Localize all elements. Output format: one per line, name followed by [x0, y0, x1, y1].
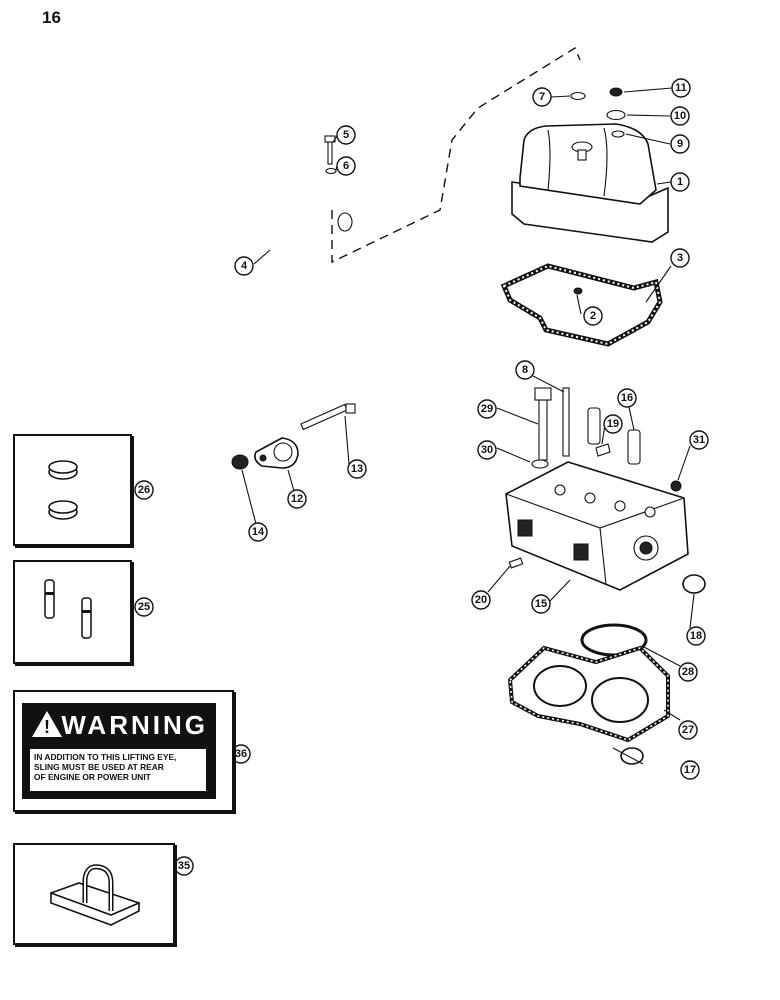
warning-text: IN ADDITION TO THIS LIFTING EYE, SLING M…: [30, 749, 206, 791]
svg-text:20: 20: [475, 594, 487, 606]
stud-part: [562, 387, 570, 457]
callout-7: 7: [532, 87, 552, 107]
callout-1: 1: [670, 172, 690, 192]
svg-text:36: 36: [235, 748, 247, 760]
svg-text:8: 8: [522, 364, 528, 376]
fitting-part: [670, 480, 682, 492]
svg-text:26: 26: [138, 484, 150, 496]
warning-line-3: OF ENGINE OR POWER UNIT: [34, 772, 151, 782]
page-number: 16: [42, 8, 61, 27]
warning-title: WARNING: [61, 710, 208, 740]
stud-part: [508, 557, 524, 569]
svg-text:28: 28: [682, 666, 694, 678]
callout-13: 13: [347, 459, 367, 479]
warning-decal: ! WARNING IN ADDITION TO THIS LIFTING EY…: [22, 703, 216, 799]
spacer-part: [231, 454, 249, 470]
bolt-part: [324, 135, 336, 165]
svg-text:27: 27: [682, 724, 694, 736]
svg-text:3: 3: [677, 252, 683, 264]
washer-part: [611, 130, 625, 138]
callout-19: 19: [603, 414, 623, 434]
insert-ring-part: [620, 747, 644, 765]
dowel-sleeve-parts: [44, 579, 92, 639]
lifting-handle-part: [175, 85, 353, 385]
rocker-cover-part: [511, 123, 669, 243]
callout-26: 26: [134, 480, 154, 500]
svg-text:6: 6: [343, 160, 349, 172]
callout-17: 17: [680, 760, 700, 780]
callout-10: 10: [670, 106, 690, 126]
callout-20: 20: [471, 590, 491, 610]
warning-line-1: IN ADDITION TO THIS LIFTING EYE,: [34, 752, 177, 762]
svg-text:30: 30: [481, 444, 493, 456]
head-gasket-part: [507, 645, 670, 743]
svg-text:14: 14: [252, 526, 265, 538]
svg-text:15: 15: [535, 598, 547, 610]
svg-text:19: 19: [607, 418, 619, 430]
callout-8: 8: [515, 360, 535, 380]
svg-text:29: 29: [481, 403, 493, 415]
callout-31: 31: [689, 430, 709, 450]
callout-5: 5: [336, 125, 356, 145]
washer-part: [325, 167, 337, 175]
insert-ring-part: [682, 574, 706, 594]
callout-12: 12: [287, 489, 307, 509]
svg-text:11: 11: [675, 82, 687, 94]
lifting-eye-bracket-part: [50, 864, 140, 926]
cover-gasket-part: [500, 263, 663, 347]
inset-box-rings: [13, 434, 132, 546]
callout-9: 9: [670, 134, 690, 154]
svg-text:4: 4: [241, 260, 248, 272]
svg-text:18: 18: [690, 630, 702, 642]
svg-text:7: 7: [539, 91, 545, 103]
clamp-part: [254, 437, 299, 469]
svg-text:16: 16: [621, 392, 633, 404]
callout-15: 15: [531, 594, 551, 614]
svg-text:17: 17: [684, 764, 696, 776]
callout-28: 28: [678, 662, 698, 682]
svg-text:13: 13: [351, 463, 363, 475]
callout-2: 2: [583, 306, 603, 326]
callout-18: 18: [686, 626, 706, 646]
dowel-sleeve-part: [587, 407, 641, 465]
grommet-part: [606, 109, 626, 121]
callout-27: 27: [678, 720, 698, 740]
leader-lines: [241, 87, 695, 765]
svg-text:10: 10: [674, 110, 686, 122]
washer-part: [570, 91, 586, 101]
callout-30: 30: [477, 440, 497, 460]
callout-6: 6: [336, 156, 356, 176]
svg-text:2: 2: [590, 310, 596, 322]
svg-text:12: 12: [291, 493, 303, 505]
warning-triangle-icon: [32, 711, 62, 737]
callout-11: 11: [671, 78, 691, 98]
plug-part: [595, 443, 611, 457]
warning-line-2: SLING MUST BE USED AT REAR: [34, 762, 164, 772]
nut-part: [609, 87, 623, 97]
svg-text:35: 35: [178, 860, 190, 872]
callout-3: 3: [670, 248, 690, 268]
callout-14: 14: [248, 522, 268, 542]
assembly-dashed-outline: [331, 46, 581, 264]
inset-box-sleeves: [13, 560, 132, 664]
svg-text:9: 9: [677, 138, 683, 150]
washer-part: [531, 459, 549, 469]
svg-text:1: 1: [677, 176, 683, 188]
seal-ring-parts: [48, 460, 78, 520]
clamp-bolt-part: [300, 403, 356, 431]
cylinder-head-part: [505, 461, 689, 591]
svg-text:25: 25: [138, 601, 150, 613]
exclamation-icon: !: [44, 717, 50, 737]
inset-box-lifting-eye: [13, 843, 175, 945]
callout-29: 29: [477, 399, 497, 419]
nut-part: [573, 287, 583, 295]
svg-text:5: 5: [343, 129, 349, 141]
callout-35: 35: [174, 856, 194, 876]
callout-36: 36: [231, 744, 251, 764]
svg-text:31: 31: [693, 434, 705, 446]
callout-4: 4: [234, 256, 254, 276]
callout-16: 16: [617, 388, 637, 408]
callout-25: 25: [134, 597, 154, 617]
